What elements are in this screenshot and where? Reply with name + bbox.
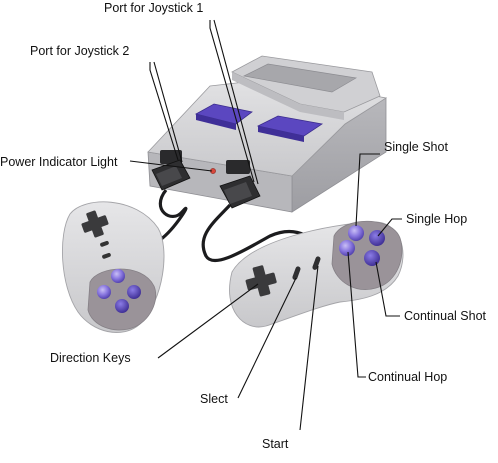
label-single-hop: Single Hop <box>406 212 468 226</box>
direction-keys-controller-2[interactable] <box>81 210 109 238</box>
leader-power-indicator <box>129 160 213 172</box>
joystick-1-port[interactable] <box>226 160 250 174</box>
leader-continual-hop <box>347 251 366 378</box>
label-continual-hop: Continual Hop <box>368 370 448 384</box>
select-button-controller-2[interactable] <box>100 240 110 247</box>
leader-single-shot <box>355 153 380 227</box>
label-single-shot: Single Shot <box>384 140 448 154</box>
power-switch[interactable] <box>194 103 253 130</box>
reset-switch[interactable] <box>256 115 324 142</box>
leader-select <box>237 277 297 399</box>
direction-keys-controller-1[interactable] <box>245 265 277 297</box>
label-select: Slect <box>200 392 228 406</box>
button-a-controller-2[interactable] <box>127 285 141 299</box>
label-continual-shot: Continual Shot <box>404 309 487 323</box>
label-direction-keys: Direction Keys <box>50 351 131 365</box>
label-port-joystick-1: Port for Joystick 1 <box>104 1 204 15</box>
leader-lines <box>129 19 402 431</box>
button-x-controller-2[interactable] <box>111 269 125 283</box>
single-hop-button[interactable] <box>369 230 385 246</box>
label-start: Start <box>262 437 289 451</box>
start-button-controller-1[interactable] <box>312 256 321 271</box>
single-shot-button[interactable] <box>348 225 364 241</box>
leader-start <box>299 265 319 431</box>
label-port-joystick-2: Port for Joystick 2 <box>30 44 130 58</box>
console <box>147 55 388 213</box>
continual-hop-button[interactable] <box>339 240 355 256</box>
button-b-controller-2[interactable] <box>115 299 129 313</box>
leader-continual-shot <box>375 261 400 317</box>
label-power-indicator: Power Indicator Light <box>0 155 118 169</box>
leader-port-joystick-2 <box>149 62 179 161</box>
controller-2 <box>62 201 165 333</box>
plug-joystick-1 <box>219 175 261 209</box>
controller-1 <box>229 220 404 328</box>
leader-direction-keys <box>157 283 259 359</box>
button-y-controller-2[interactable] <box>97 285 111 299</box>
leader-port-joystick-1 <box>209 20 255 183</box>
start-button-controller-2[interactable] <box>102 252 112 259</box>
select-button-controller-1[interactable] <box>292 266 301 281</box>
leader-single-hop <box>377 218 402 237</box>
continual-shot-button[interactable] <box>364 250 380 266</box>
